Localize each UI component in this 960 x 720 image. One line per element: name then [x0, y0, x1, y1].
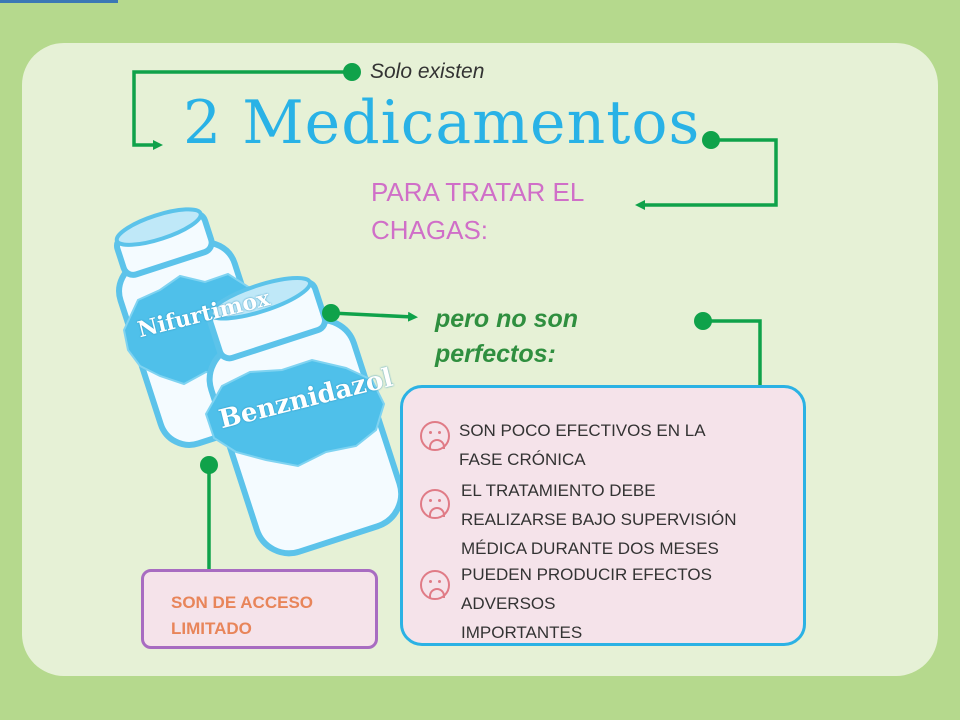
issue-item: SON POCO EFECTIVOS EN LA FASE CRÓNICA	[459, 416, 706, 474]
sad-face-icon	[420, 570, 450, 600]
issue-text: IMPORTANTES	[461, 623, 583, 642]
caveat-line-1: pero no son	[435, 305, 579, 333]
purpose-line-2: CHAGAS:	[371, 215, 489, 245]
limited-access-text: SON DE ACCESO LIMITADO	[171, 590, 313, 642]
access-line: LIMITADO	[171, 619, 252, 638]
caveat-line-2: perfectos:	[435, 340, 556, 368]
issue-text: SON POCO EFECTIVOS EN LA	[459, 421, 706, 440]
benznidazol-label-badge	[204, 358, 386, 468]
issues-box: SON POCO EFECTIVOS EN LA FASE CRÓNICA EL…	[400, 385, 806, 646]
issue-text: PUEDEN PRODUCIR EFECTOS	[461, 565, 712, 584]
access-line: SON DE ACCESO	[171, 593, 314, 612]
issue-item: PUEDEN PRODUCIR EFECTOS ADVERSOS IMPORTA…	[461, 560, 712, 647]
sad-face-icon	[420, 489, 450, 519]
issue-text: FASE CRÓNICA	[459, 450, 586, 469]
connector-bottle-to-caveat	[322, 304, 418, 322]
connector-subtitle-to-title	[132, 63, 361, 150]
page-title: 2 Medicamentos	[183, 88, 701, 158]
issue-text: EL TRATAMIENTO DEBE	[461, 481, 656, 500]
sad-face-icon	[420, 421, 450, 451]
issue-text: MÉDICA DURANTE DOS MESES	[461, 539, 719, 558]
connector-title-to-purpose	[635, 131, 778, 210]
purpose-line-1: PARA TRATAR EL	[371, 177, 585, 207]
connector-caveat-to-issues	[694, 312, 765, 397]
issue-text: REALIZARSE BAJO SUPERVISIÓN	[461, 510, 737, 529]
top-accent-bar	[0, 0, 118, 3]
connector-bottle-to-access	[200, 456, 218, 583]
issue-item: EL TRATAMIENTO DEBE REALIZARSE BAJO SUPE…	[461, 476, 737, 563]
issue-text: ADVERSOS	[461, 594, 556, 613]
limited-access-box: SON DE ACCESO LIMITADO	[141, 569, 378, 649]
subtitle: Solo existen	[370, 60, 485, 83]
